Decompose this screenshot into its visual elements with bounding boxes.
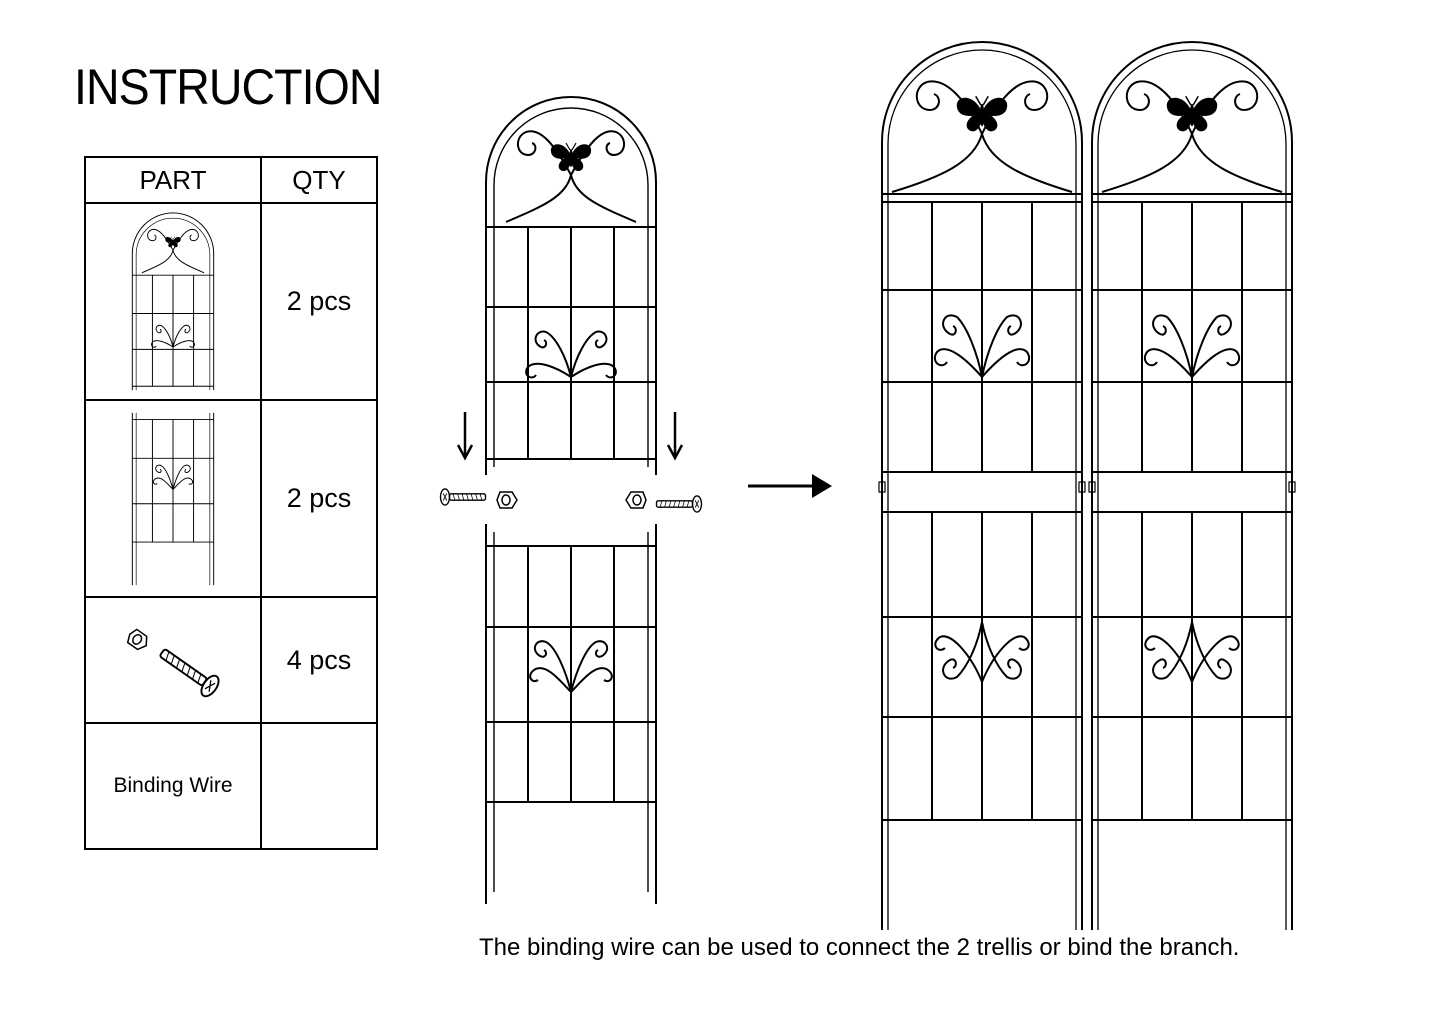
exploded-top-panel: [485, 96, 657, 475]
part-header: PART: [84, 156, 262, 204]
part-cell: [84, 202, 262, 401]
exploded-bottom-panel: [485, 524, 657, 904]
butterfly-icon: [956, 95, 1008, 133]
nut-icon: [496, 491, 518, 509]
qty-header: QTY: [260, 156, 378, 204]
table-row: 2 pcs: [84, 202, 378, 401]
qty-cell: 2 pcs: [260, 399, 378, 598]
down-arrow-icon: [456, 412, 474, 461]
table-row: 2 pcs: [84, 399, 378, 598]
table-row: Binding Wire: [84, 722, 378, 850]
table-row: 4 pcs: [84, 596, 378, 724]
nut-icon: [625, 491, 647, 509]
part-cell: [84, 596, 262, 724]
qty-cell: 2 pcs: [260, 202, 378, 401]
table-header-row: PART QTY: [84, 156, 378, 204]
page-title: INSTRUCTION: [74, 59, 382, 115]
bolt-icon: [439, 488, 487, 506]
qty-cell: 4 pcs: [260, 596, 378, 724]
down-arrow-icon: [666, 412, 684, 461]
right-arrow-icon: [748, 474, 832, 498]
part-cell: [84, 399, 262, 598]
parts-table: PART QTY 2 pcs 2 pcs: [84, 156, 378, 850]
assembled-trellis-left: [878, 41, 1086, 930]
butterfly-icon: [1166, 95, 1218, 133]
qty-cell: [260, 722, 378, 850]
caption: The binding wire can be used to connect …: [479, 934, 1240, 961]
binding-wire-label: Binding Wire: [84, 722, 262, 850]
bolt-icon: [655, 495, 703, 513]
assembled-trellis-right: [1088, 41, 1296, 930]
